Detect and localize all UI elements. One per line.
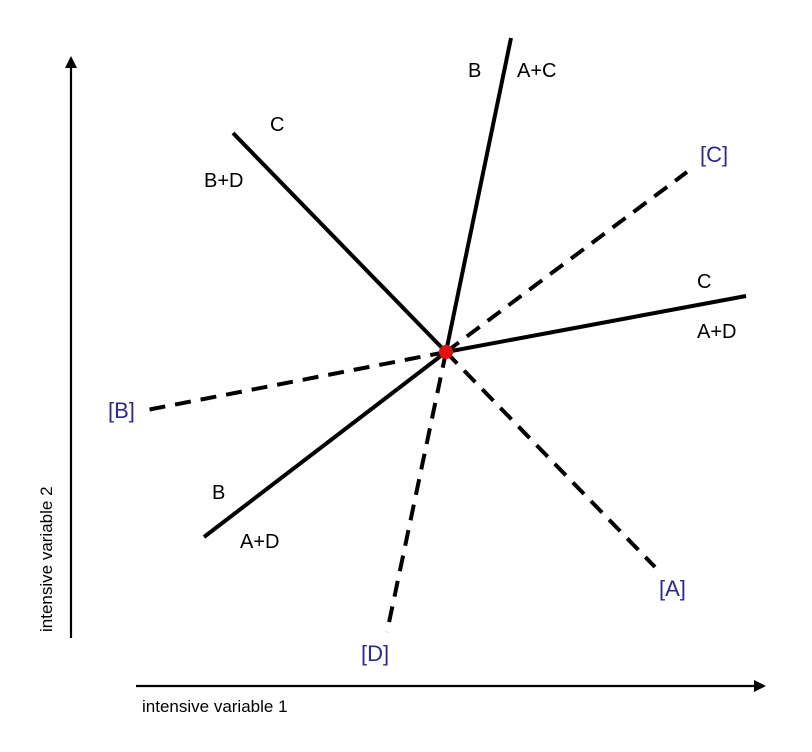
label-absent-A-side-2: A+C	[517, 60, 556, 82]
label-absent-D-side-2: A+D	[697, 321, 736, 343]
label-absent-C-side-1: B	[212, 482, 225, 504]
label-absent-B-side-2: B+D	[204, 170, 243, 192]
absent-phase-label-B: [B]	[108, 398, 135, 423]
absent-phase-label-D: [D]	[361, 641, 389, 666]
label-absent-A-side-1: B	[468, 60, 481, 82]
metastable-line-A	[444, 350, 657, 569]
reaction-line-absent-D	[445, 294, 747, 354]
invariant-point	[439, 345, 453, 359]
metastable-line-D	[385, 351, 448, 633]
label-absent-B-side-1: C	[270, 114, 284, 136]
reaction-line-absent-C	[202, 350, 448, 539]
label-absent-C-side-2: A+D	[240, 531, 279, 553]
metastable-line-C	[444, 170, 689, 354]
absent-phase-label-C: [C]	[700, 142, 728, 167]
absent-phase-label-A: [A]	[659, 576, 686, 601]
metastable-line-B	[146, 350, 447, 412]
reaction-line-absent-B	[231, 131, 448, 354]
x-axis-label: intensive variable 1	[142, 697, 288, 716]
reaction-line-absent-A	[444, 37, 513, 353]
y-axis-label: intensive variable 2	[37, 486, 56, 632]
label-absent-D-side-1: C	[697, 271, 711, 293]
